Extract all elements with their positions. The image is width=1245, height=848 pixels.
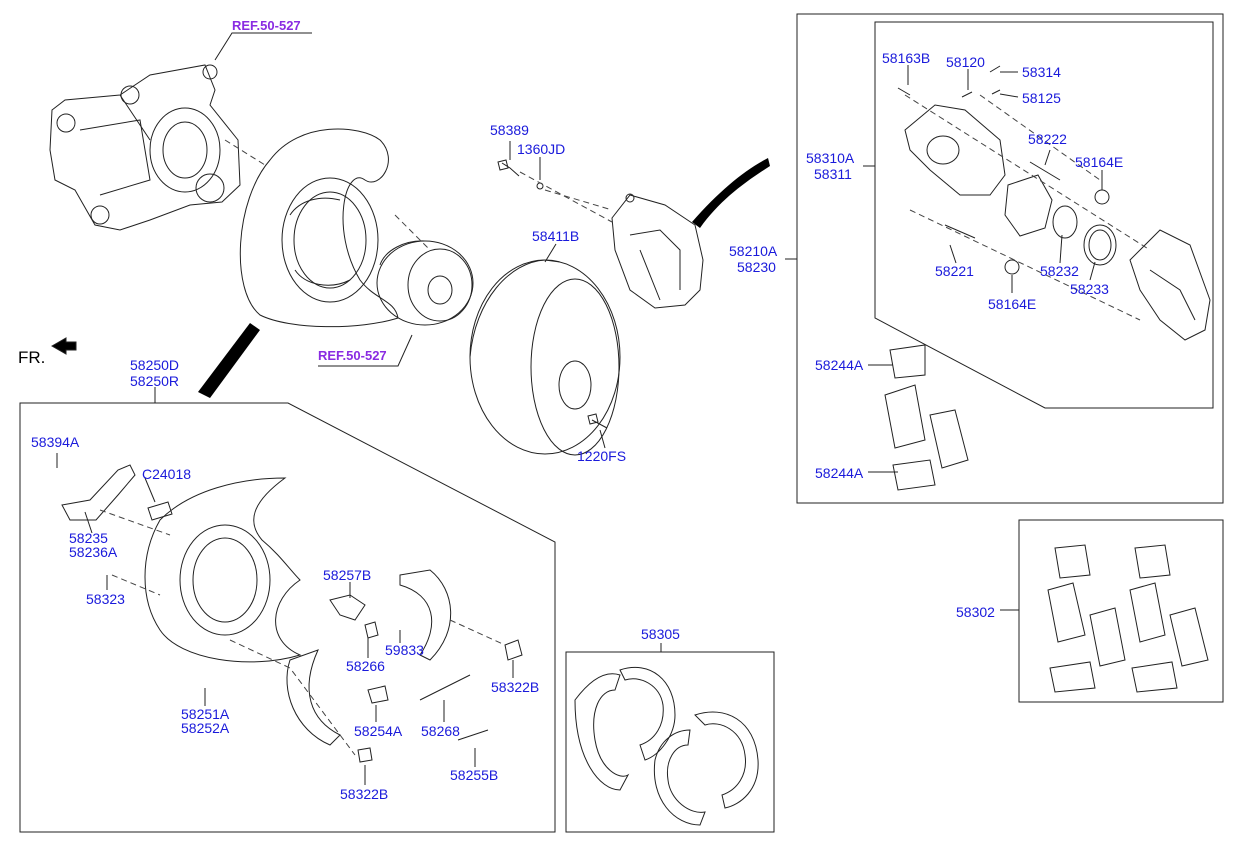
- part-58322b-upper[interactable]: 58322B: [491, 679, 540, 695]
- part-58222[interactable]: 58222: [1028, 131, 1067, 147]
- part-58411b[interactable]: 58411B: [532, 228, 580, 244]
- part-58255b[interactable]: 58255B: [450, 767, 499, 783]
- part-58323[interactable]: 58323: [86, 591, 125, 607]
- part-58244a-upper[interactable]: 58244A: [815, 357, 864, 373]
- part-58120[interactable]: 58120: [946, 54, 985, 70]
- bolt-58389-drawing: [497, 159, 520, 177]
- pad-kit-drawing: [1047, 544, 1209, 693]
- ref-link-knuckle[interactable]: REF.50-527: [232, 18, 301, 33]
- pads-right-drawing: [884, 344, 969, 491]
- part-58266[interactable]: 58266: [346, 658, 385, 674]
- part-1220fs[interactable]: 1220FS: [577, 448, 627, 464]
- part-58268[interactable]: 58268: [421, 723, 460, 739]
- shoe-kit-drawing: [574, 666, 759, 826]
- part-58394a[interactable]: 58394A: [31, 434, 80, 450]
- part-58251a[interactable]: 58251A: [181, 706, 230, 722]
- shoe-kit-box: [565, 651, 775, 833]
- caliper-center-drawing: [611, 193, 704, 309]
- part-58244a-lower[interactable]: 58244A: [815, 465, 864, 481]
- callout-wedge-caliper: [692, 158, 770, 228]
- caliper-group-box: [796, 13, 1224, 504]
- part-58310a[interactable]: 58310A: [806, 150, 855, 166]
- part-1360jd[interactable]: 1360JD: [517, 141, 566, 157]
- callout-wedge-backing: [198, 323, 260, 398]
- assembly-dashed-lines: [99, 94, 1151, 756]
- knuckle-drawing: [49, 64, 241, 231]
- part-58221[interactable]: 58221: [935, 263, 974, 279]
- part-58314[interactable]: 58314: [1022, 64, 1061, 80]
- part-58163b[interactable]: 58163B: [882, 50, 931, 66]
- part-58235[interactable]: 58235: [69, 530, 108, 546]
- hub-drawing: [376, 240, 474, 326]
- leader-lines: [56, 32, 1103, 785]
- part-58164e-lower[interactable]: 58164E: [988, 296, 1037, 312]
- part-58302[interactable]: 58302: [956, 604, 995, 620]
- part-58233[interactable]: 58233: [1070, 281, 1109, 297]
- part-58164e-upper[interactable]: 58164E: [1075, 154, 1124, 170]
- part-58257b[interactable]: 58257B: [323, 567, 372, 583]
- part-58250d[interactable]: 58250D: [130, 357, 180, 373]
- part-58305[interactable]: 58305: [641, 626, 680, 642]
- bolt-1220fs-drawing: [587, 413, 608, 429]
- part-58252a[interactable]: 58252A: [181, 720, 230, 736]
- ref-link-hub[interactable]: REF.50-527: [318, 348, 387, 363]
- front-arrow-icon: [50, 337, 77, 355]
- part-58389[interactable]: 58389: [490, 122, 529, 138]
- part-58236a[interactable]: 58236A: [69, 544, 118, 560]
- part-58254a[interactable]: 58254A: [354, 723, 403, 739]
- part-58210a[interactable]: 58210A: [729, 243, 778, 259]
- part-58232[interactable]: 58232: [1040, 263, 1079, 279]
- part-58230[interactable]: 58230: [737, 259, 776, 275]
- part-58311[interactable]: 58311: [814, 166, 852, 182]
- part-58250r[interactable]: 58250R: [130, 373, 180, 389]
- part-c24018[interactable]: C24018: [142, 466, 192, 482]
- part-58322b-lower[interactable]: 58322B: [340, 786, 389, 802]
- shoe-group-box: [19, 402, 556, 833]
- part-58125[interactable]: 58125: [1022, 90, 1061, 106]
- caliper-right-drawing: [897, 65, 1211, 341]
- pad-kit-box: [1018, 519, 1224, 703]
- shoe-group-drawing: [61, 464, 523, 763]
- backing-plate-drawing: [239, 128, 399, 328]
- front-direction-label: FR.: [18, 348, 46, 367]
- part-59833[interactable]: 59833: [385, 642, 424, 658]
- disc-drawing: [469, 259, 621, 456]
- caliper-inner-box: [874, 21, 1214, 409]
